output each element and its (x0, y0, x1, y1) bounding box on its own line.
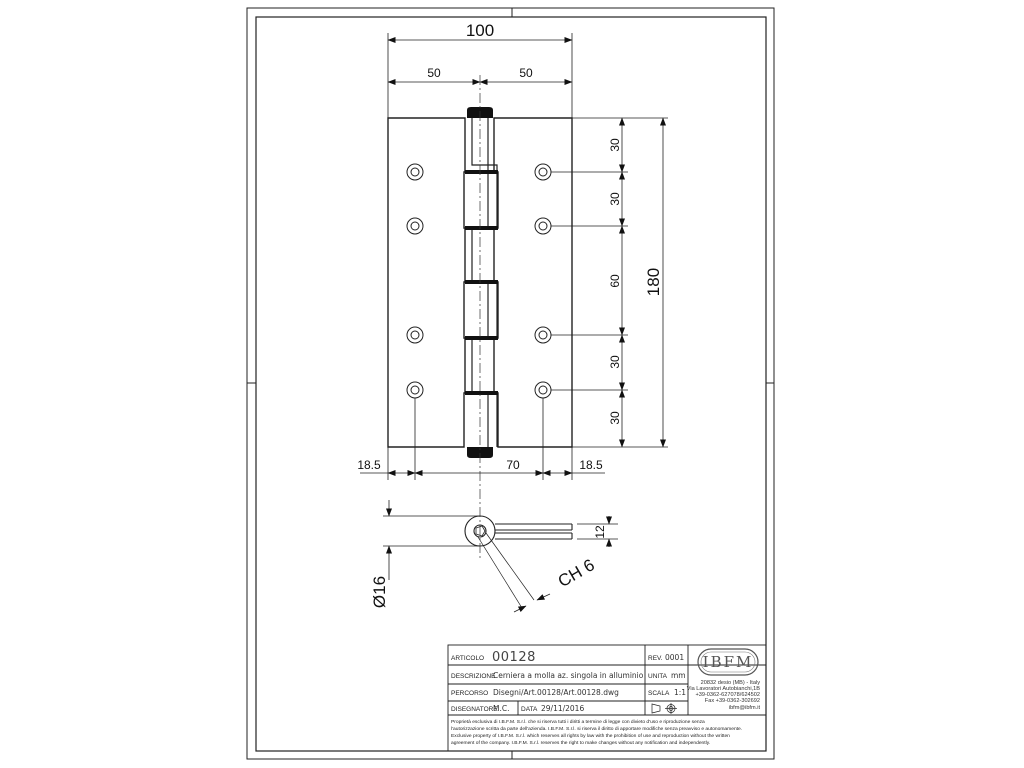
dim-edge-right: 18.5 (579, 458, 603, 472)
svg-text:Via Lavoratori Autobianchi,1B: Via Lavoratori Autobianchi,1B (687, 686, 761, 692)
dimension-labels: 100 50 50 30 30 60 30 30 180 18.5 70 18.… (357, 21, 663, 608)
dimension-lines (360, 33, 668, 480)
company-address: 20832 desio (MB) - Italy Via Lavoratori … (687, 680, 761, 711)
screw-hole-left-1 (406, 163, 424, 181)
hinge-plate-outline-right (493, 117, 573, 448)
dim-edge-left: 18.5 (357, 458, 381, 472)
dim-hole-span: 70 (506, 458, 520, 472)
articolo-value: 00128 (492, 650, 536, 665)
dim-hex-key: CH 6 (555, 555, 598, 591)
rev-label: REV. (648, 655, 663, 662)
screw-hole-left-2 (406, 217, 424, 235)
percorso-value: Disegni/Art.00128/Art.00128.dwg (493, 688, 619, 697)
unita-value: mm (671, 671, 686, 680)
scala-label: SCALA (648, 690, 670, 697)
legal-notice: Proprietà esclusiva di I.B.F.M. S.r.l. c… (451, 719, 742, 746)
pin-cap-bottom (467, 447, 493, 458)
screw-hole-left-4 (406, 381, 424, 399)
logo-text: IBFM (703, 653, 754, 671)
dim-spacing-5: 30 (608, 411, 622, 425)
unita-label: UNITA (648, 673, 668, 680)
hinge-side-view (383, 500, 618, 613)
dim-spacing-3: 60 (608, 274, 622, 288)
hinge-plate-outline (387, 117, 466, 448)
svg-text:Proprietà esclusiva di I.B.F.M: Proprietà esclusiva di I.B.F.M. S.r.l. c… (451, 719, 705, 725)
dim-spacing-4: 30 (608, 355, 622, 369)
sheet-frame (246, 7, 775, 760)
svg-text:agreement of the company. I.B.: agreement of the company. I.B.F.M. S.r.l… (451, 740, 710, 746)
projection-symbol-icon (651, 703, 677, 714)
svg-text:Exclusive property of I.B.F.M.: Exclusive property of I.B.F.M. S.r.l. wh… (451, 733, 730, 739)
dim-half-left: 50 (427, 66, 441, 80)
dim-thickness: 12 (593, 525, 607, 539)
dim-half-right: 50 (519, 66, 533, 80)
knuckle-separators (465, 170, 498, 395)
svg-text:20832 desio (MB) - Italy: 20832 desio (MB) - Italy (701, 680, 761, 686)
dim-overall-width: 100 (466, 21, 494, 40)
screw-hole-right-2 (534, 217, 552, 235)
percorso-label: PERCORSO (451, 690, 488, 697)
dim-spacing-2: 30 (608, 192, 622, 206)
disegnatore-label: DISEGNATORE (451, 706, 498, 713)
screw-hole-right-3 (534, 326, 552, 344)
svg-text:l'autorizzazione scritta da pa: l'autorizzazione scritta da parte dell'a… (451, 726, 742, 732)
screw-hole-right-1 (534, 163, 552, 181)
dim-overall-height: 180 (644, 268, 663, 296)
rev-value: 0001 (665, 653, 684, 662)
scala-value: 1:1 (674, 688, 686, 697)
dim-diameter: Ø16 (370, 576, 389, 608)
descrizione-value: Cerniera a molla az. singola in allumini… (493, 671, 644, 680)
hinge-front-view (387, 75, 573, 560)
articolo-label: ARTICOLO (451, 655, 484, 662)
data-value: 29/11/2016 (541, 704, 584, 713)
disegnatore-value: M.C. (493, 704, 509, 713)
title-block: ARTICOLO 00128 REV. 0001 DESCRIZIONE Cer… (447, 644, 767, 752)
screw-hole-right-4 (534, 381, 552, 399)
data-label: DATA (521, 706, 538, 713)
descrizione-label: DESCRIZIONE (451, 673, 496, 680)
dim-spacing-1: 30 (608, 138, 622, 152)
svg-text:ibfm@ibfm.it: ibfm@ibfm.it (729, 705, 761, 711)
svg-text:Fax +39-0362-302692: Fax +39-0362-302692 (705, 698, 760, 704)
company-logo: IBFM (697, 648, 759, 676)
svg-text:+39-0362-627078/624502: +39-0362-627078/624502 (695, 692, 760, 698)
screw-hole-left-3 (406, 326, 424, 344)
